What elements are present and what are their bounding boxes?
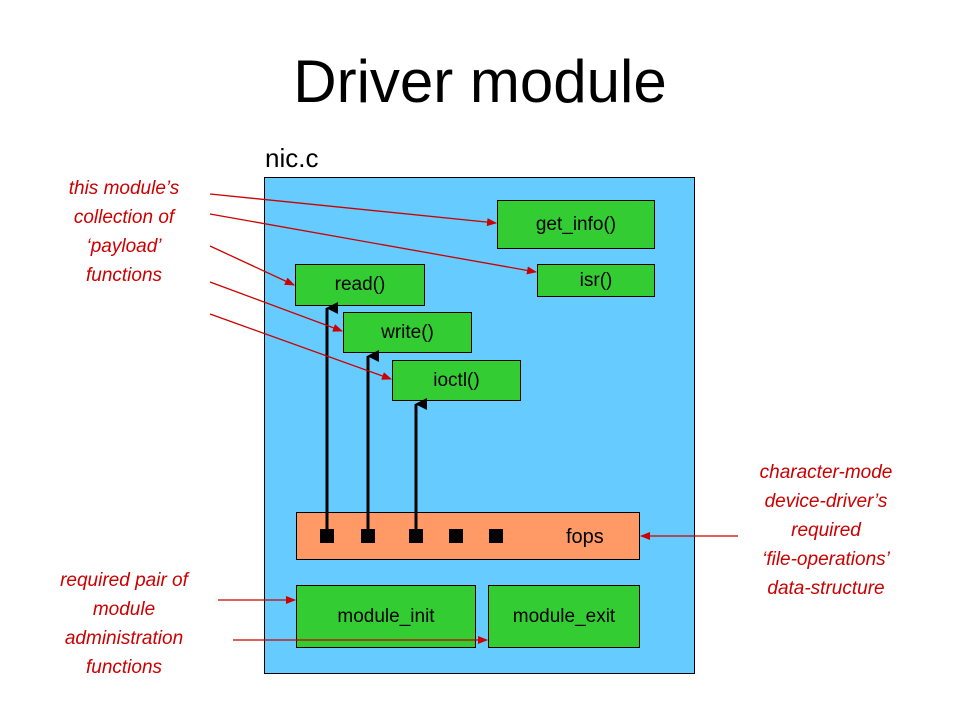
module-exit-box: module_exit bbox=[488, 585, 640, 648]
arrow-to-write bbox=[209, 281, 343, 332]
arrow-to-ioctl bbox=[209, 313, 392, 380]
isr-box: isr() bbox=[537, 264, 655, 297]
write-box: write() bbox=[343, 312, 472, 353]
arrow-to-get-info bbox=[209, 193, 497, 227]
ioctl-box: ioctl() bbox=[392, 360, 521, 401]
fops-label: fops bbox=[566, 526, 604, 548]
file-ops-annotation: character-mode device-driver’s required … bbox=[759, 462, 893, 599]
arrow-to-read bbox=[209, 245, 295, 286]
fops-slot bbox=[489, 529, 503, 543]
arrow-to-isr bbox=[209, 213, 537, 275]
read-box: read() bbox=[295, 264, 425, 306]
slide-title: Driver module bbox=[293, 48, 667, 115]
fops-bar bbox=[296, 512, 640, 560]
module-filename: nic.c bbox=[265, 143, 319, 173]
get-info-box: get_info() bbox=[497, 200, 655, 249]
module-init-box: module_init bbox=[296, 585, 476, 648]
fops-slot bbox=[449, 529, 463, 543]
admin-annotation: required pair of module administration f… bbox=[60, 570, 188, 678]
payload-annotation: this module’s collection of ‘payload’ fu… bbox=[68, 178, 180, 286]
